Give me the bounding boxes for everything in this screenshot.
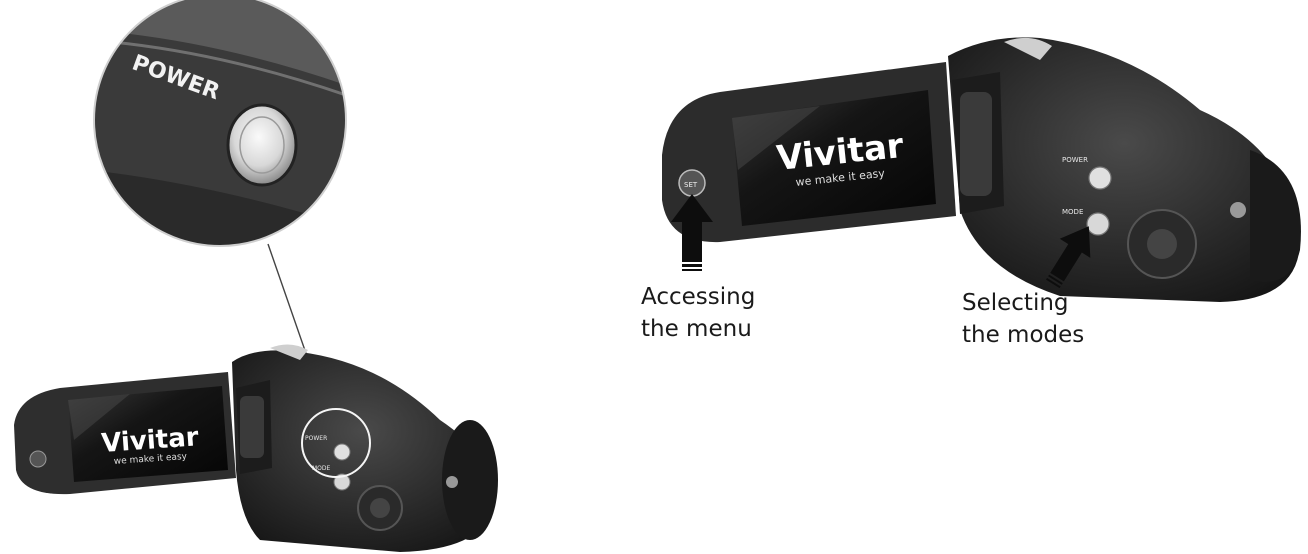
camcorder-large: Vivitar we make it easy SET POWER MODE: [662, 37, 1301, 302]
small-set-button: [30, 451, 46, 467]
camcorder-small: Vivitar we make it easy POWER MODE: [14, 344, 498, 552]
caption-accessing-menu: Accessing the menu: [641, 281, 755, 345]
large-power-label: POWER: [1062, 156, 1088, 164]
caption-menu-line1: Accessing: [641, 281, 755, 313]
caption-modes-line1: Selecting: [962, 287, 1084, 319]
caption-menu-line2: the menu: [641, 313, 755, 345]
large-set-label: SET: [684, 181, 698, 189]
large-power-button: [1089, 167, 1111, 189]
large-mode-button: [1087, 213, 1109, 235]
small-power-label: POWER: [305, 435, 327, 442]
large-mode-label: MODE: [1062, 208, 1083, 216]
caption-modes-line2: the modes: [962, 319, 1084, 351]
small-power-button: [334, 444, 350, 460]
caption-selecting-modes: Selecting the modes: [962, 287, 1084, 351]
